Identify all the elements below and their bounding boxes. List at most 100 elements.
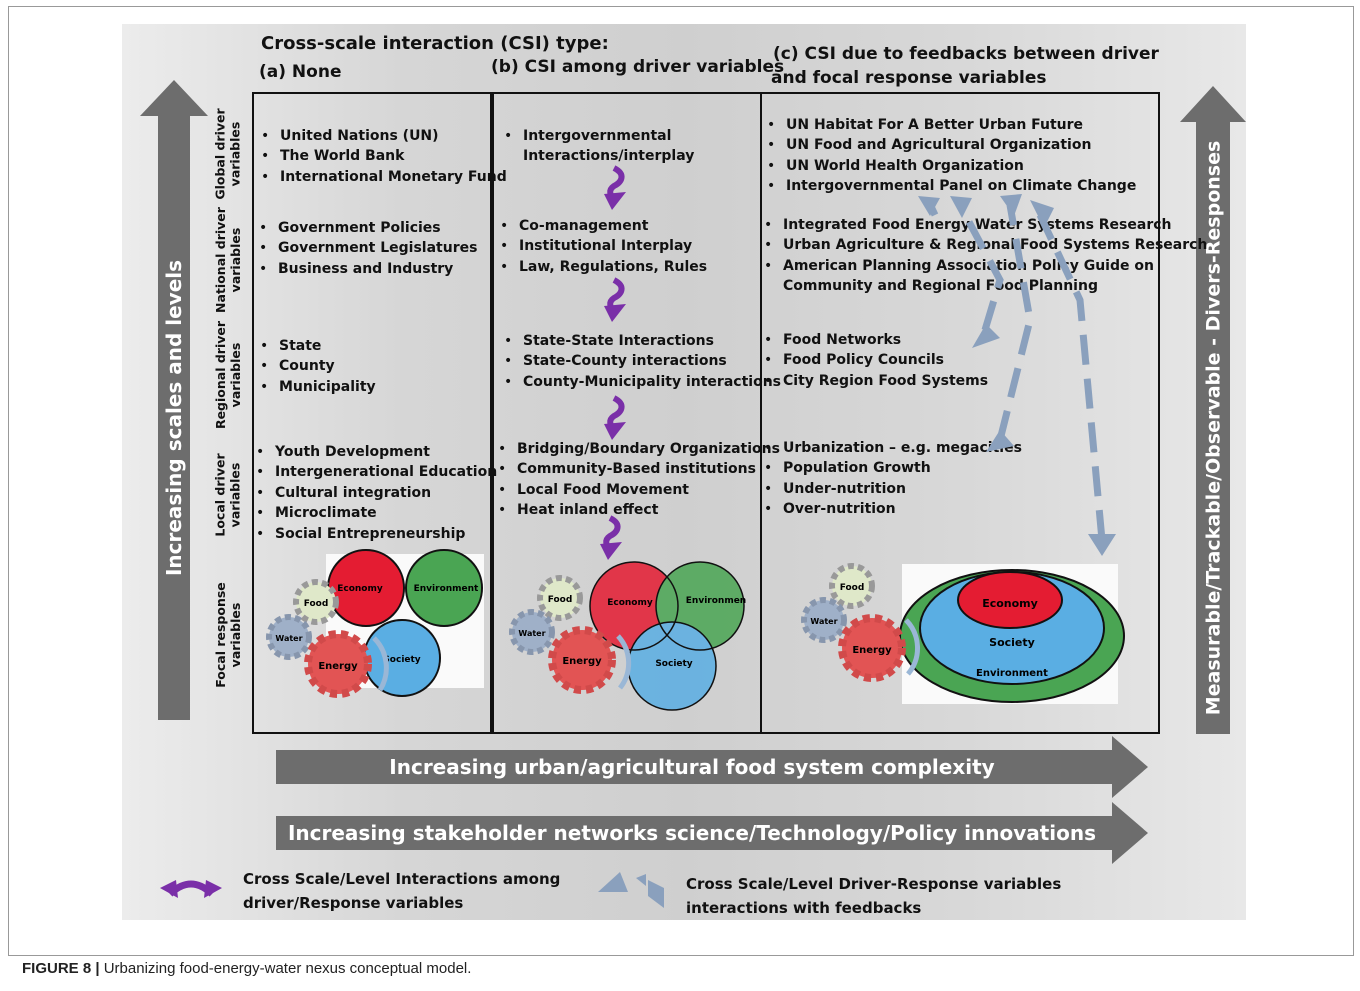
list-item: Heat inland effect xyxy=(498,500,780,520)
col-a-header: (a) None xyxy=(259,62,342,82)
feedback-arrowhead-icon xyxy=(1088,534,1116,556)
innovation-arrow: Increasing stakeholder networks science/… xyxy=(276,802,1148,864)
list-item: City Region Food Systems xyxy=(764,371,988,391)
list-item: Intergovernmental xyxy=(504,126,694,146)
environment-label: Environment xyxy=(414,584,479,594)
water-label: Water xyxy=(810,617,837,626)
legend-purple-line1: Cross Scale/Level Interactions among xyxy=(243,870,561,888)
list-item: International Monetary Fund xyxy=(261,167,507,187)
list-item-continuation: Community and Regional Food Planning xyxy=(783,278,1098,295)
purple-legend-icon xyxy=(160,880,222,898)
water-label: Water xyxy=(275,634,302,643)
list-item: Urbanization – e.g. megacities xyxy=(764,438,1022,458)
list-item: Law, Regulations, Rules xyxy=(500,257,707,277)
list-item: Food Policy Councils xyxy=(764,350,988,370)
society-label: Society xyxy=(655,659,692,669)
list-item: UN Food and Agricultural Organization xyxy=(767,135,1136,155)
nexus-diagram-b: Economy Environmen Society Food Water En… xyxy=(509,561,746,711)
list-item: Local Food Movement xyxy=(498,480,780,500)
list-item: State xyxy=(260,336,376,356)
feedback-arrowhead-icon xyxy=(1030,200,1054,228)
col-a-national-list: Government Policies Government Legislatu… xyxy=(259,218,477,279)
col-b-national-list: Co-management Institutional Interplay La… xyxy=(500,216,707,277)
energy-gear-icon xyxy=(304,630,372,698)
energy-gear-icon xyxy=(548,626,616,694)
list-item-continuation: Interactions/interplay xyxy=(523,148,695,165)
col-a-regional-list: State County Municipality xyxy=(260,336,376,397)
energy-label: Energy xyxy=(318,661,358,672)
complexity-arrow: Increasing urban/agricultural food syste… xyxy=(276,736,1148,798)
nexus-diagram-a: Economy Environment Society Food Water E… xyxy=(266,549,484,698)
energy-gear-icon xyxy=(838,614,906,682)
feedback-arrowhead-icon xyxy=(950,196,972,218)
innovation-arrow-label: Increasing stakeholder networks science/… xyxy=(287,821,1097,845)
list-item: Food Networks xyxy=(764,330,988,350)
col-c-local-list: Urbanization – e.g. megacities Populatio… xyxy=(764,438,1022,520)
col-c-regional-list: Food Networks Food Policy Councils City … xyxy=(764,330,988,391)
list-item: Over-nutrition xyxy=(764,499,1022,519)
list-item: Intergenerational Education xyxy=(256,462,497,482)
list-item: UN Habitat For A Better Urban Future xyxy=(767,115,1136,135)
economy-label: Economy xyxy=(337,584,383,594)
diagram-title: Cross-scale interaction (CSI) type: xyxy=(261,33,609,54)
list-item: Population Growth xyxy=(764,458,1022,478)
list-item: Community-Based institutions xyxy=(498,459,780,479)
complexity-arrow-label: Increasing urban/agricultural food syste… xyxy=(389,755,995,779)
col-c-header-line2: and focal response variables xyxy=(771,68,1047,88)
list-item: Under-nutrition xyxy=(764,479,1022,499)
list-item: Urban Agriculture & Regional Food System… xyxy=(764,235,1207,255)
legend-blue-line2: interactions with feedbacks xyxy=(686,899,922,917)
feedback-arrowhead-icon xyxy=(918,196,940,216)
water-gear-icon xyxy=(266,614,312,660)
column-a-box xyxy=(252,92,494,734)
figure-frame xyxy=(8,6,1354,956)
food-label: Food xyxy=(304,599,329,609)
col-c-header-line1: (c) CSI due to feedbacks between driver xyxy=(773,44,1159,64)
economy-label: Economy xyxy=(607,598,653,608)
list-item: Government Policies xyxy=(259,218,477,238)
col-b-global-list: Intergovernmental Interactions/interplay xyxy=(504,126,694,167)
list-item: Social Entrepreneurship xyxy=(256,524,497,544)
list-item: State-County interactions xyxy=(504,351,781,371)
list-item: Institutional Interplay xyxy=(500,236,707,256)
list-item: County-Municipality interactions xyxy=(504,372,781,392)
water-gear-icon xyxy=(801,597,847,643)
feedback-arrowhead-icon xyxy=(972,324,1000,348)
energy-label: Energy xyxy=(852,645,892,656)
list-item: State-State Interactions xyxy=(504,331,781,351)
left-scale-arrow xyxy=(140,80,208,720)
energy-label: Energy xyxy=(562,656,602,667)
caption-label: FIGURE 8 | xyxy=(22,960,100,977)
food-gear-icon xyxy=(537,575,583,621)
food-label: Food xyxy=(840,583,865,593)
economy-ellipse xyxy=(957,571,1063,629)
environment-label: Environment xyxy=(976,668,1048,679)
water-gear-icon xyxy=(509,609,555,655)
list-item: Business and Industry xyxy=(259,259,477,279)
feedback-legend-icon xyxy=(598,872,664,908)
figure-caption: FIGURE 8 | Urbanizing food-energy-water … xyxy=(22,960,471,977)
list-item: Bridging/Boundary Organizations xyxy=(498,439,780,459)
water-label: Water xyxy=(518,629,545,638)
list-item: Youth Development xyxy=(256,442,497,462)
food-gear-icon xyxy=(293,579,339,625)
col-a-global-list: United Nations (UN) The World Bank Inter… xyxy=(261,126,507,187)
society-label: Society xyxy=(383,655,420,665)
environment-circle xyxy=(405,549,483,627)
list-item: Cultural integration xyxy=(256,483,497,503)
economy-label: Economy xyxy=(982,597,1038,610)
food-label: Food xyxy=(548,595,573,605)
environment-label: Environmen xyxy=(686,596,746,606)
feedback-arrowhead-icon xyxy=(1000,194,1022,216)
list-item: Municipality xyxy=(260,377,376,397)
col-c-global-list: UN Habitat For A Better Urban Future UN … xyxy=(767,115,1136,197)
col-b-regional-list: State-State Interactions State-County in… xyxy=(504,331,781,392)
list-item: Co-management xyxy=(500,216,707,236)
col-a-local-list: Youth Development Intergenerational Educ… xyxy=(256,442,497,544)
col-b-header: (b) CSI among driver variables xyxy=(491,57,785,77)
list-item: Government Legislatures xyxy=(259,238,477,258)
legend-blue-line1: Cross Scale/Level Driver-Response variab… xyxy=(686,875,1062,893)
list-item: Intergovernmental Panel on Climate Chang… xyxy=(767,176,1136,196)
col-c-national-list: Integrated Food Energy Water Systems Res… xyxy=(764,215,1207,297)
